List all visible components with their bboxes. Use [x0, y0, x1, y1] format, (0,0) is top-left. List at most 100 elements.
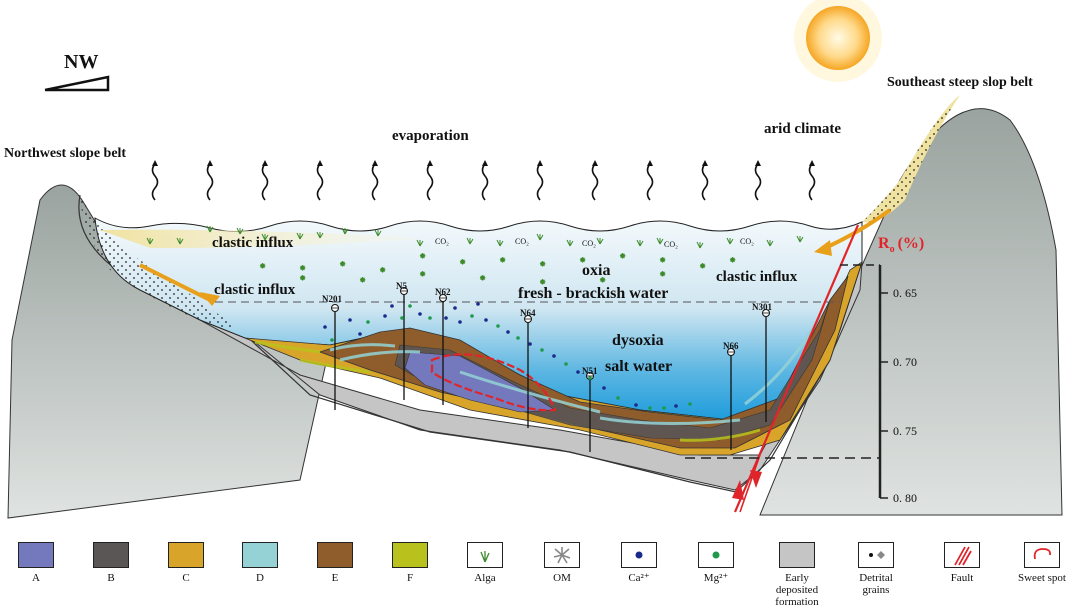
mg-ion-dot — [648, 406, 652, 410]
ro-tick-3: 0. 75 — [893, 424, 917, 438]
ro-tick-1: 0. 65 — [893, 286, 917, 300]
legend-label: F — [406, 572, 414, 584]
fault-arrow-down — [732, 480, 744, 500]
evaporation-arrow-head — [427, 160, 433, 166]
legend-swatch-B — [93, 542, 129, 568]
ca-ion-dot — [674, 404, 678, 408]
om-icon — [553, 547, 571, 564]
oxia-label: oxia — [582, 262, 610, 279]
mg-ion-dot — [400, 316, 404, 320]
ca-ion-dot — [348, 318, 352, 322]
legend-label: Sweet spot — [1018, 572, 1066, 584]
legend-item-E: E — [305, 542, 365, 584]
alga-mark — [656, 237, 664, 245]
om-mark: ✳ — [340, 261, 345, 268]
alga-mark — [176, 237, 184, 245]
nw-slope-belt-label: Northwest slope belt — [4, 146, 126, 161]
om-mark: ✳ — [420, 253, 425, 260]
alga-mark — [296, 232, 304, 240]
legend-item-C: C — [156, 542, 216, 584]
mg-ion-dot — [564, 362, 568, 366]
fault-arrow-up — [750, 470, 762, 488]
evaporation-arrow — [646, 163, 654, 201]
evaporation-arrows — [151, 160, 816, 201]
evaporation-arrow — [591, 163, 599, 201]
nw-label: NW — [64, 51, 98, 73]
evaporation-arrow-head — [317, 160, 323, 166]
alga-marks: ✳✳✳✳✳✳✳✳✳✳✳✳✳✳✳✳✳✳✳✳ — [146, 225, 804, 287]
evaporation-arrow — [151, 163, 159, 201]
evaporation-arrow-head — [647, 160, 653, 166]
legend-label: Ca²⁺ — [628, 572, 650, 584]
mg-ion-dot — [540, 348, 544, 352]
legend-label: Mg²⁺ — [703, 572, 729, 584]
ca-ion-dot — [383, 314, 387, 318]
mg-ion-dot — [366, 320, 370, 324]
ca-ion-dot — [528, 342, 532, 346]
evaporation-arrow — [261, 163, 269, 201]
ca-ion-dot — [602, 386, 606, 390]
mg-ion-dot — [662, 406, 666, 410]
sediment-D-streaks — [329, 315, 822, 426]
legend-label: E — [331, 572, 339, 584]
legend-swatch-ca — [621, 542, 657, 568]
alga-mark — [206, 225, 214, 233]
co2-label-4: CO₂ — [664, 240, 678, 249]
evaporation-arrow-head — [482, 160, 488, 166]
legend-swatch-mg — [698, 542, 734, 568]
well-label: N66 — [723, 341, 739, 351]
evaporation-arrow-head — [702, 160, 708, 166]
alga-mark — [341, 227, 349, 235]
alga-mark — [496, 239, 504, 247]
legend-item-mg: Mg²⁺ — [686, 542, 746, 584]
legend-swatch-early — [779, 542, 815, 568]
ro-tick-4: 0. 80 — [893, 491, 917, 505]
clastic-arrow-nw — [139, 263, 211, 302]
evaporation-arrow — [426, 163, 434, 201]
om-mark: ✳ — [300, 265, 305, 272]
evaporation-arrow — [536, 163, 544, 201]
ca-ion-dot — [418, 312, 422, 316]
clastic-arrow-se — [824, 208, 892, 250]
mg-ion-dot — [516, 336, 520, 340]
evaporation-arrow-head — [262, 160, 268, 166]
clastic-influx-label-1: clastic influx — [212, 235, 294, 251]
clastic-arrow-nw-head — [200, 292, 220, 306]
evaporation-arrow-head — [152, 160, 158, 166]
ca-ion-dot — [453, 306, 457, 310]
legend-label: D — [256, 572, 264, 584]
ca-ion-dot — [576, 370, 580, 374]
evaporation-arrow-head — [372, 160, 378, 166]
om-mark: ✳ — [620, 253, 625, 260]
legend-swatch-fault — [944, 542, 980, 568]
ion-dots — [323, 302, 692, 410]
co2-label-1: CO₂ — [435, 237, 449, 246]
ca-ion-dot — [506, 330, 510, 334]
legend-swatch-alga — [467, 542, 503, 568]
alga-mark — [236, 227, 244, 235]
co2-label-2: CO₂ — [515, 237, 529, 246]
evaporation-arrow — [701, 163, 709, 201]
sun-icon — [794, 0, 882, 82]
alga-mark — [596, 237, 604, 245]
dysoxia-label: dysoxia — [612, 332, 664, 349]
mg-ion-dot — [470, 314, 474, 318]
ca-ion-dot — [484, 318, 488, 322]
fault-icon — [954, 546, 972, 566]
alga-mark — [566, 239, 574, 247]
mg-ion-icon — [712, 551, 720, 559]
well-label: N62 — [435, 287, 451, 297]
alga-mark — [261, 233, 269, 241]
mg-ion-dot — [688, 402, 692, 406]
sweet-spot-icon — [1033, 548, 1052, 560]
om-mark: ✳ — [380, 267, 385, 274]
legend-swatch-sweet — [1024, 542, 1060, 568]
well-label: N64 — [520, 308, 536, 318]
legend-item-om: OM — [532, 542, 592, 584]
se-slope-belt-label: Southeast steep slop belt — [887, 75, 1033, 90]
mg-ion-dot — [616, 396, 620, 400]
om-mark: ✳ — [360, 277, 365, 284]
mg-ion-dot — [428, 316, 432, 320]
legend-label: A — [32, 572, 40, 584]
legend-item-D: D — [230, 542, 290, 584]
